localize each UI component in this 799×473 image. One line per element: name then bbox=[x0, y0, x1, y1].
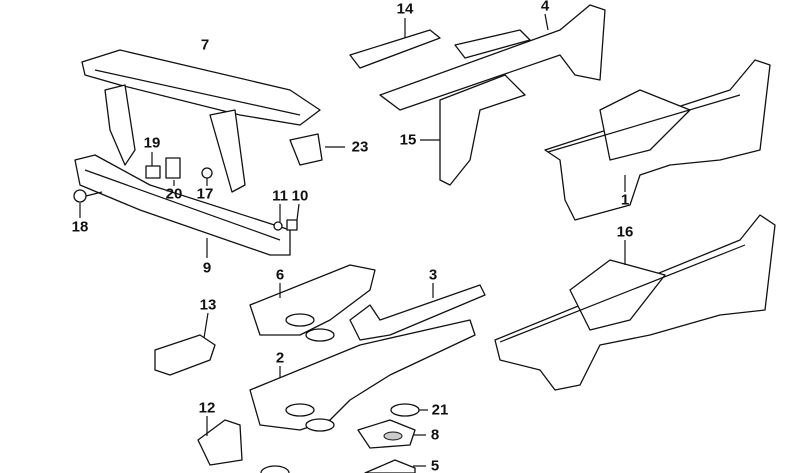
part-7-front-panel bbox=[81, 49, 321, 193]
callout-2: 2 bbox=[275, 349, 285, 367]
callout-10: 10 bbox=[291, 187, 309, 205]
part-21-plug bbox=[390, 403, 420, 417]
callout-20: 20 bbox=[165, 185, 183, 203]
callout-4: 4 bbox=[540, 0, 550, 15]
callout-9: 9 bbox=[202, 259, 212, 277]
part-6-bracket bbox=[249, 264, 376, 342]
part-14 bbox=[349, 29, 441, 69]
callout-7: 7 bbox=[200, 36, 210, 54]
part-1-side-member bbox=[544, 59, 771, 221]
callout-23: 23 bbox=[351, 138, 369, 156]
part-15-wheel-arch bbox=[439, 74, 526, 186]
part-2-bracket bbox=[249, 319, 476, 432]
part-5-plate bbox=[364, 459, 416, 473]
callout-13: 13 bbox=[199, 296, 217, 314]
part-23-pad bbox=[289, 133, 323, 166]
fasteners bbox=[73, 152, 300, 231]
part-9-bumper-carrier bbox=[74, 154, 291, 258]
callout-16: 16 bbox=[616, 223, 634, 241]
callout-8: 8 bbox=[430, 426, 440, 444]
callout-21: 21 bbox=[431, 401, 449, 419]
callout-19: 19 bbox=[143, 134, 161, 152]
part-3-member bbox=[349, 284, 486, 341]
callout-11: 11 bbox=[272, 187, 288, 205]
part-12-bracket bbox=[197, 419, 243, 466]
callout-1: 1 bbox=[620, 191, 630, 209]
part-16-side-member bbox=[494, 214, 776, 391]
callout-12: 12 bbox=[198, 399, 216, 417]
callout-14: 14 bbox=[396, 0, 414, 18]
callout-3: 3 bbox=[428, 266, 438, 284]
part-4-rail bbox=[379, 4, 606, 111]
callout-6: 6 bbox=[275, 266, 285, 284]
part-partial bbox=[260, 465, 290, 473]
part-13-bracket bbox=[154, 334, 216, 376]
callout-18: 18 bbox=[71, 218, 89, 236]
callout-5: 5 bbox=[430, 457, 440, 473]
callout-17: 17 bbox=[196, 185, 214, 203]
callout-15: 15 bbox=[399, 131, 417, 149]
